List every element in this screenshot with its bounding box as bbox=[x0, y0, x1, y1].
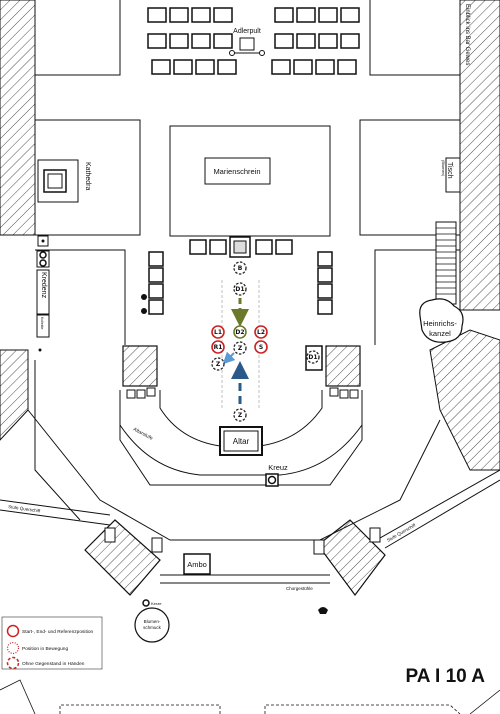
marker-z: Z bbox=[233, 408, 247, 422]
marker-circle bbox=[211, 340, 225, 354]
blumenschmuck: Blumen- schmuck Kerze bbox=[134, 599, 170, 643]
stufe-bottom-label: Chorgestühle bbox=[286, 586, 313, 591]
marker-r1: R1 bbox=[211, 340, 225, 354]
shrine-seats bbox=[189, 236, 293, 258]
lower-pillar-left bbox=[84, 519, 163, 596]
kreuz: Kreuz bbox=[265, 463, 288, 487]
kerze-label: Kerze bbox=[151, 601, 162, 606]
marker-code: D1 bbox=[235, 286, 244, 293]
tisch-label: Tisch bbox=[446, 162, 453, 179]
marker-circle bbox=[254, 340, 268, 354]
kreuz-label: Kreuz bbox=[268, 463, 288, 472]
marker-circle bbox=[233, 408, 247, 422]
marker-z: Z bbox=[211, 357, 225, 371]
blumen-label-1: Blumen- bbox=[144, 619, 161, 624]
bottom-edge bbox=[0, 679, 500, 714]
plant-icon bbox=[318, 607, 328, 614]
marker-circle bbox=[233, 341, 247, 355]
marker-code: L2 bbox=[257, 329, 265, 336]
marienschrein: Marienschrein bbox=[169, 125, 331, 237]
marker-d1: D1 bbox=[306, 350, 320, 364]
kredenz-label: Kredenz bbox=[40, 272, 47, 299]
marker-code: D2 bbox=[235, 329, 244, 336]
right-outer-wall bbox=[429, 0, 500, 471]
altar: Altar bbox=[219, 426, 263, 456]
pillar-right bbox=[325, 345, 361, 387]
adlerpult: Adlerpult bbox=[229, 28, 265, 56]
heinrichs-label-1: Heinrichs- bbox=[423, 319, 457, 328]
marker-code: Z bbox=[238, 345, 243, 352]
blumen-label-2: schmuck bbox=[143, 625, 162, 630]
marker-code: B bbox=[238, 265, 243, 272]
pews-top-right bbox=[271, 7, 360, 75]
side-pews-left bbox=[148, 251, 164, 315]
stufe-left-label: Stufe Querschiff bbox=[8, 504, 41, 514]
lower-lines bbox=[0, 469, 500, 584]
page-code: PA I 10 A bbox=[405, 666, 485, 687]
kathedra: Kathedra bbox=[37, 159, 91, 203]
movement-arrows bbox=[222, 298, 249, 404]
legend-symbol-dashed bbox=[6, 656, 20, 670]
marker-b: B bbox=[233, 261, 247, 275]
altar-label: Altar bbox=[233, 437, 250, 446]
nave-lines bbox=[27, 0, 460, 541]
lower-pillar-right bbox=[313, 519, 386, 597]
marienschrein-label: Marienschrein bbox=[213, 167, 260, 176]
staircase bbox=[435, 221, 457, 305]
candles-left bbox=[141, 294, 147, 314]
marker-code: S bbox=[259, 344, 263, 351]
marker-circle bbox=[211, 357, 225, 371]
kredenz-sub-label: Kollekte bbox=[40, 317, 44, 330]
ambo-label: Ambo bbox=[187, 560, 207, 569]
arrow-lightblue bbox=[222, 351, 236, 365]
steps-small bbox=[126, 387, 359, 399]
legend-symbol-solid bbox=[6, 624, 20, 638]
ambo: Ambo bbox=[183, 553, 211, 575]
legend-text-3: Ohne Gegenstand in Händen bbox=[22, 661, 85, 667]
marker-d2: D2 bbox=[233, 325, 247, 339]
marker-d1: D1 bbox=[233, 282, 247, 296]
kathedra-label: Kathedra bbox=[84, 162, 91, 191]
tisch: Tisch (Blumen) bbox=[441, 157, 461, 193]
marker-s: S bbox=[254, 340, 268, 354]
marker-l2: L2 bbox=[254, 325, 268, 339]
left-outer-wall bbox=[0, 0, 36, 441]
legend-symbol-dotted bbox=[6, 641, 20, 655]
marker-code: L1 bbox=[214, 329, 222, 336]
vertical-note: Einblick ins Bar Gewes bbox=[464, 4, 470, 65]
legend-text-2: Position in Bewegung bbox=[22, 646, 68, 652]
adlerpult-label: Adlerpult bbox=[233, 28, 261, 35]
altarstufe-label: Altarstufe bbox=[132, 426, 154, 441]
legend: Start-, End- und Referenzposition Positi… bbox=[1, 616, 103, 670]
marker-code: R1 bbox=[214, 344, 223, 351]
marker-circle bbox=[254, 325, 268, 339]
marker-l1: L1 bbox=[211, 325, 225, 339]
legend-text-1: Start-, End- und Referenzposition bbox=[22, 629, 94, 635]
marker-code: D1 bbox=[308, 354, 317, 361]
marker-circle bbox=[233, 282, 247, 296]
marker-circle bbox=[211, 325, 225, 339]
marker-circle bbox=[233, 261, 247, 275]
marker-z: Z bbox=[233, 341, 247, 355]
kredenz: Kredenz Kollekte bbox=[36, 235, 50, 352]
heinrichskanzel: Heinrichs- kanzel bbox=[419, 298, 464, 343]
marker-code: Z bbox=[238, 412, 243, 419]
marker-circle bbox=[233, 325, 247, 339]
tisch-sub-label: (Blumen) bbox=[441, 160, 446, 177]
marker-code: Z bbox=[216, 361, 221, 368]
side-pews-right bbox=[317, 251, 333, 315]
pillar-left bbox=[122, 345, 158, 387]
pews-top-left bbox=[147, 7, 237, 75]
marker-circle bbox=[306, 350, 320, 364]
heinrichs-label-2: kanzel bbox=[429, 329, 451, 338]
